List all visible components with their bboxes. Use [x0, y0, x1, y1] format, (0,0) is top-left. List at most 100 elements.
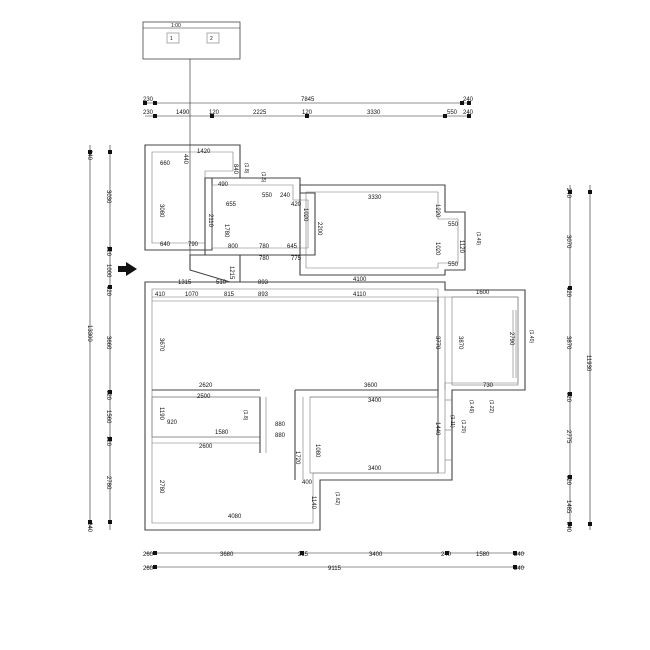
dim-label: 240 — [514, 566, 525, 572]
meter-box: 1:00 1 2 — [142, 21, 241, 270]
dim-label: 3330 — [367, 110, 381, 116]
dim-label: 120 — [565, 475, 571, 486]
dim-label: 1580 — [215, 430, 229, 436]
dim-label: 920 — [167, 420, 178, 426]
dim-label: 3400 — [368, 466, 382, 472]
dim-tick — [108, 390, 112, 394]
dim-label: 440 — [182, 154, 188, 165]
dim-label: 1490 — [176, 110, 190, 116]
dim-label: 780 — [259, 256, 270, 262]
dim-label: 550 — [447, 110, 458, 116]
annotation: (1.8) — [242, 410, 248, 421]
dim-label: 230 — [143, 97, 154, 103]
left-dimension-total: 240 13300 240 — [86, 145, 92, 533]
dim-label: 260 — [143, 566, 154, 572]
dim-label: 1020 — [302, 208, 308, 222]
dim-label: 240 — [86, 150, 92, 161]
dim-label: 3670 — [158, 338, 164, 352]
dim-label: 880 — [275, 422, 286, 428]
dim-label: 1440 — [434, 422, 440, 436]
dim-label: 3030 — [105, 190, 111, 204]
dim-label: 780 — [259, 244, 270, 250]
left-dimension-segments: 3030 120 1000 120 3660 120 1560 120 2780 — [105, 145, 112, 530]
dim-label: 645 — [287, 244, 298, 250]
dim-label: 4080 — [228, 514, 242, 520]
dim-label: 260 — [143, 552, 154, 558]
dim-label: 1420 — [197, 149, 211, 155]
dim-label: 1000 — [105, 264, 111, 278]
dim-tick — [568, 475, 572, 479]
annotation: (1.62) — [334, 492, 340, 505]
dim-label: 1485 — [565, 500, 571, 514]
dim-label: 3770 — [434, 336, 440, 350]
dim-tick — [153, 114, 157, 118]
dim-tick — [443, 114, 447, 118]
dim-label: 120 — [565, 392, 571, 403]
dim-label: 120 — [302, 110, 313, 116]
dim-label: 2225 — [253, 110, 267, 116]
dim-label: 775 — [291, 256, 302, 262]
dim-label: 3080 — [158, 204, 164, 218]
dim-label: 1315 — [178, 280, 192, 286]
dim-label: 1600 — [476, 290, 490, 296]
dim-label: 840 — [232, 164, 238, 175]
dim-label: 2620 — [199, 383, 213, 389]
dim-tick — [88, 150, 92, 154]
dim-tick — [88, 520, 92, 524]
dim-label: 11930 — [585, 355, 591, 372]
dim-tick — [568, 286, 572, 290]
dim-label: 9115 — [328, 566, 342, 572]
dim-tick — [305, 114, 309, 118]
dim-tick — [153, 101, 157, 105]
dim-label: 3600 — [364, 383, 378, 389]
dim-label: 120 — [209, 110, 220, 116]
meter-label: 1:00 — [171, 23, 181, 29]
bottom-dimension-segments: 260 3680 215 3400 240 1580 240 — [143, 551, 525, 558]
dim-tick — [513, 551, 517, 555]
dim-label: 3660 — [105, 336, 111, 350]
dim-label: 1080 — [314, 444, 320, 458]
dim-label: 120 — [105, 246, 111, 257]
dim-label: 815 — [224, 292, 235, 298]
dim-label: 1020 — [434, 242, 440, 256]
dim-tick — [588, 522, 592, 526]
annotation: (1.49) — [468, 400, 474, 413]
dim-tick — [143, 101, 147, 105]
dim-tick — [153, 565, 157, 569]
dim-tick — [108, 150, 112, 154]
dim-label: 2775 — [565, 430, 571, 444]
dim-tick — [108, 247, 112, 251]
right-dimension-segments: 240 3070 120 3870 120 2775 120 1485 240 — [565, 185, 572, 533]
dim-label: 3870 — [457, 336, 463, 350]
dim-label: 3400 — [368, 398, 382, 404]
dim-label: 1560 — [105, 410, 111, 424]
dim-label: 660 — [160, 161, 171, 167]
dim-label: 2600 — [199, 444, 213, 450]
dim-label: 2500 — [197, 394, 211, 400]
dim-tick — [467, 101, 471, 105]
dim-label: 3070 — [565, 235, 571, 249]
dim-label: 120 — [105, 436, 111, 447]
dim-label: 13300 — [86, 325, 92, 342]
dim-label: 550 — [262, 193, 273, 199]
dim-label: 510 — [216, 280, 227, 286]
dim-label: 655 — [226, 202, 237, 208]
dim-label: 3680 — [220, 552, 234, 558]
dim-label: 4110 — [353, 292, 367, 298]
dim-label: 4100 — [353, 277, 367, 283]
walls — [144, 144, 526, 531]
bottom-dimension-total: 260 9115 240 — [143, 565, 525, 572]
dim-label: 1780 — [223, 224, 229, 238]
annotation: (1.11) — [449, 415, 455, 428]
dim-tick — [445, 551, 449, 555]
annotation: (1.5) — [260, 172, 266, 183]
dim-tick — [568, 392, 572, 396]
dim-tick — [460, 101, 464, 105]
dim-label: 893 — [258, 280, 269, 286]
dim-tick — [467, 114, 471, 118]
dim-label: 400 — [302, 480, 313, 486]
dim-label: 880 — [275, 433, 286, 439]
dim-label: 2780 — [158, 480, 164, 494]
dim-tick — [513, 565, 517, 569]
dim-label: 1070 — [185, 292, 199, 298]
